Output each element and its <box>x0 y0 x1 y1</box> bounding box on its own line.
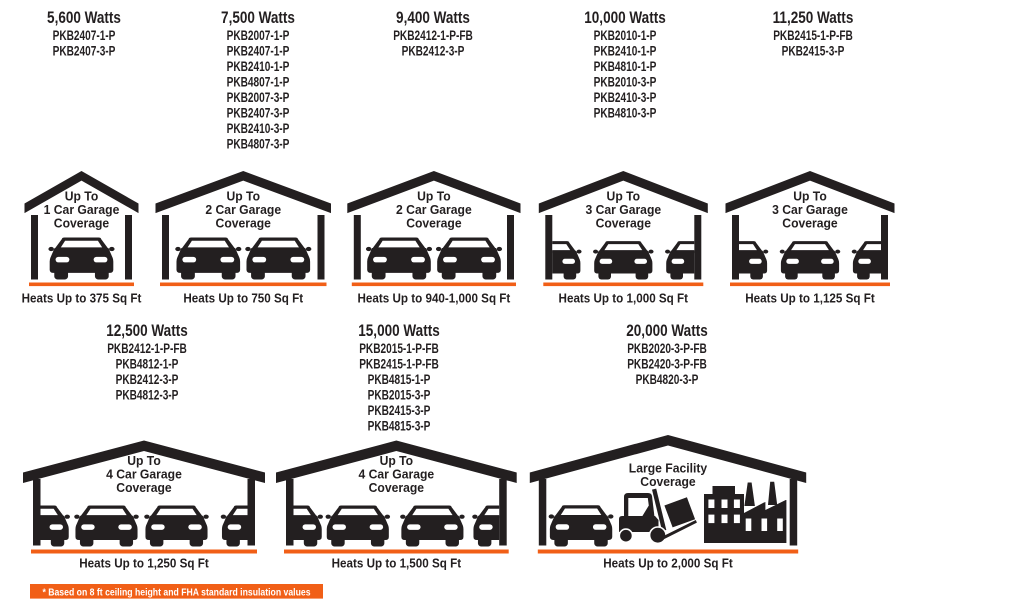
svg-text:Up To: Up To <box>227 188 261 203</box>
svg-text:Heats Up to 1,250 Sq Ft: Heats Up to 1,250 Sq Ft <box>79 556 209 571</box>
svg-text:10,000 Watts: 10,000 Watts <box>584 9 666 27</box>
svg-text:PKB2415-3-P: PKB2415-3-P <box>368 403 431 419</box>
svg-text:PKB4812-3-P: PKB4812-3-P <box>116 387 179 403</box>
svg-text:PKB2407-3-P: PKB2407-3-P <box>227 106 290 122</box>
svg-text:PKB2007-3-P: PKB2007-3-P <box>227 90 290 106</box>
svg-text:PKB4807-1-P: PKB4807-1-P <box>227 75 290 91</box>
svg-text:PKB2410-1-P: PKB2410-1-P <box>594 44 657 60</box>
svg-text:PKB2015-3-P: PKB2015-3-P <box>368 387 431 403</box>
svg-text:PKB4810-3-P: PKB4810-3-P <box>594 106 657 122</box>
svg-text:Large Facility: Large Facility <box>629 461 708 476</box>
svg-text:Coverage: Coverage <box>54 216 109 231</box>
svg-text:2 Car Garage: 2 Car Garage <box>396 202 472 217</box>
svg-text:5,600 Watts: 5,600 Watts <box>47 9 121 27</box>
svg-text:Heats Up to 940-1,000 Sq Ft: Heats Up to 940-1,000 Sq Ft <box>358 291 511 306</box>
svg-text:3 Car Garage: 3 Car Garage <box>585 202 661 217</box>
svg-text:3 Car Garage: 3 Car Garage <box>772 202 848 217</box>
svg-text:PKB2015-1-P-FB: PKB2015-1-P-FB <box>359 341 439 357</box>
svg-text:15,000 Watts: 15,000 Watts <box>358 322 440 340</box>
svg-text:12,500 Watts: 12,500 Watts <box>106 322 188 340</box>
svg-text:Up To: Up To <box>793 188 827 203</box>
svg-text:7,500 Watts: 7,500 Watts <box>221 9 295 27</box>
svg-text:Up To: Up To <box>127 453 161 468</box>
svg-text:Up To: Up To <box>65 188 99 203</box>
svg-text:Heats Up to 375 Sq Ft: Heats Up to 375 Sq Ft <box>22 291 142 306</box>
svg-text:Up To: Up To <box>607 188 641 203</box>
svg-text:PKB2415-1-P-FB: PKB2415-1-P-FB <box>359 356 439 372</box>
svg-text:Heats Up to 1,000 Sq Ft: Heats Up to 1,000 Sq Ft <box>559 291 689 306</box>
svg-text:PKB2412-1-P-FB: PKB2412-1-P-FB <box>393 28 473 44</box>
svg-text:PKB2420-3-P-FB: PKB2420-3-P-FB <box>627 356 707 372</box>
svg-text:Up To: Up To <box>417 188 451 203</box>
svg-text:PKB2407-1-P: PKB2407-1-P <box>53 28 116 44</box>
svg-text:Heats Up to 1,125 Sq Ft: Heats Up to 1,125 Sq Ft <box>745 291 875 306</box>
svg-text:PKB4820-3-P: PKB4820-3-P <box>636 372 699 388</box>
svg-text:PKB2020-3-P-FB: PKB2020-3-P-FB <box>627 341 707 357</box>
svg-text:20,000 Watts: 20,000 Watts <box>626 322 708 340</box>
svg-text:Coverage: Coverage <box>782 216 837 231</box>
svg-text:* Based on 8 ft ceiling height: * Based on 8 ft ceiling height and FHA s… <box>42 586 310 598</box>
svg-text:Coverage: Coverage <box>596 216 651 231</box>
svg-text:PKB2410-3-P: PKB2410-3-P <box>594 90 657 106</box>
svg-text:PKB2010-1-P: PKB2010-1-P <box>594 28 657 44</box>
svg-text:PKB2412-3-P: PKB2412-3-P <box>402 44 465 60</box>
svg-text:PKB4807-3-P: PKB4807-3-P <box>227 137 290 153</box>
svg-text:PKB2415-1-P-FB: PKB2415-1-P-FB <box>773 28 853 44</box>
svg-text:PKB2007-1-P: PKB2007-1-P <box>227 28 290 44</box>
svg-text:PKB2410-1-P: PKB2410-1-P <box>227 59 290 75</box>
svg-text:Heats Up to 750 Sq Ft: Heats Up to 750 Sq Ft <box>183 291 303 306</box>
svg-text:PKB4810-1-P: PKB4810-1-P <box>594 59 657 75</box>
svg-text:PKB2010-3-P: PKB2010-3-P <box>594 75 657 91</box>
svg-text:Coverage: Coverage <box>640 474 695 489</box>
svg-text:4 Car Garage: 4 Car Garage <box>106 467 182 482</box>
svg-text:PKB2407-3-P: PKB2407-3-P <box>53 44 116 60</box>
svg-text:Coverage: Coverage <box>116 480 171 495</box>
svg-text:Up To: Up To <box>380 453 414 468</box>
svg-text:PKB2410-3-P: PKB2410-3-P <box>227 121 290 137</box>
svg-text:PKB2415-3-P: PKB2415-3-P <box>782 44 845 60</box>
svg-text:PKB4815-1-P: PKB4815-1-P <box>368 372 431 388</box>
svg-text:PKB2412-3-P: PKB2412-3-P <box>116 372 179 388</box>
svg-text:Coverage: Coverage <box>406 216 461 231</box>
svg-text:Coverage: Coverage <box>369 480 424 495</box>
svg-text:Heats Up to 1,500 Sq Ft: Heats Up to 1,500 Sq Ft <box>332 556 462 571</box>
svg-text:PKB2407-1-P: PKB2407-1-P <box>227 44 290 60</box>
svg-text:PKB4815-3-P: PKB4815-3-P <box>368 418 431 434</box>
svg-text:Heats Up to 2,000 Sq Ft: Heats Up to 2,000 Sq Ft <box>603 556 733 571</box>
svg-text:4 Car Garage: 4 Car Garage <box>359 467 435 482</box>
svg-text:Coverage: Coverage <box>216 216 271 231</box>
svg-text:PKB2412-1-P-FB: PKB2412-1-P-FB <box>107 341 187 357</box>
svg-text:2 Car Garage: 2 Car Garage <box>205 202 281 217</box>
svg-text:11,250 Watts: 11,250 Watts <box>773 9 854 27</box>
svg-text:1 Car Garage: 1 Car Garage <box>44 202 120 217</box>
svg-text:9,400 Watts: 9,400 Watts <box>396 9 470 27</box>
svg-text:PKB4812-1-P: PKB4812-1-P <box>116 356 179 372</box>
